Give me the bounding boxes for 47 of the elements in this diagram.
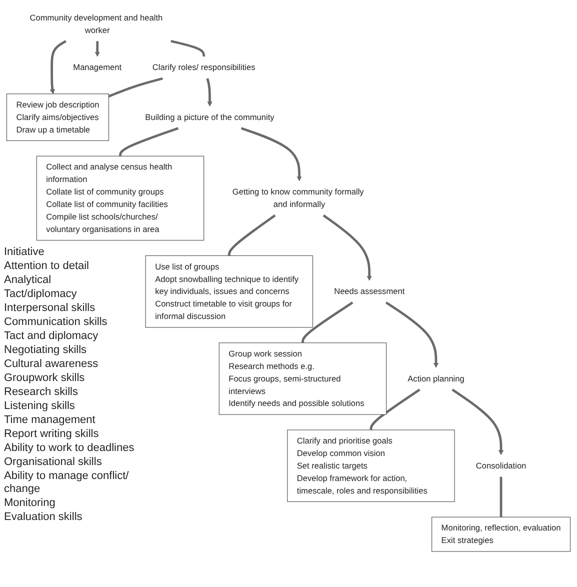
list-item-text: Tact/diplomacy (4, 288, 77, 302)
activity-box: Use list of groups Adopt snowballing technique to identify key individuals, issues and concerns Construct timetable to visit groups for informal discussion (145, 255, 314, 328)
activity-box: Group work session Research methods e.g. Focus groups, semi-structured interviews Identify needs and possible solutions (218, 342, 387, 415)
list-item-text: Monitoring (4, 497, 56, 510)
skill-label: Management (73, 62, 122, 72)
list-item-text: Listening skills (4, 400, 75, 414)
connector-bar (228, 214, 276, 256)
connector-bar (119, 127, 179, 156)
list-item-text: Groupwork skills (4, 372, 85, 386)
list-item-text: Report writing skills (4, 428, 99, 442)
connector-bar (370, 388, 420, 430)
stage-label: Building a picture of the community (145, 112, 274, 122)
stage-label: Community development and health worker (30, 12, 163, 35)
stage-label: Clarify roles/ responsibilities (152, 62, 256, 72)
connector-bar (500, 476, 502, 518)
list-item-text: Negotiating skills (4, 344, 87, 358)
activity-box: Monitoring, reflection, evaluation Exit strategies (432, 516, 571, 552)
stage-label: Action planning (408, 374, 464, 384)
list-item-text: Initiative (4, 246, 44, 260)
activity-box: Clarify and prioritise goals Develop common vision Set realistic targets Develop framework for action, timescale, roles and responsibilities (287, 430, 455, 502)
arrow (452, 388, 504, 456)
activity-box: Collect and analyse census health information Collate list of community groups Collate list of community facilities Compile list schools/churches/ voluntary organisations in area (36, 156, 204, 241)
list-item-text: Time management (4, 414, 96, 428)
stage-label: Needs assessment (334, 286, 405, 296)
list-item-text: Tact and diplomacy (4, 330, 98, 344)
list-item-text: Communication skills (4, 316, 108, 330)
connector-bar (170, 40, 206, 57)
arrow (240, 127, 302, 182)
list-item-text: Attention to detail (4, 260, 90, 274)
connector-bar (108, 77, 163, 98)
list-item-text: Interpersonal skills (4, 302, 96, 316)
arrow (206, 78, 212, 107)
list-item-text: Cultural awareness (4, 358, 98, 372)
stage-label: Getting to know community formally and informally (232, 186, 364, 209)
list-item-text: Research skills (4, 386, 78, 400)
arrow (386, 302, 439, 368)
arrow (322, 214, 372, 281)
arrow (50, 40, 66, 94)
list-item-text: Analytical (4, 274, 52, 288)
list-item-text: Evaluation skills (4, 511, 82, 524)
connector-bar (302, 302, 354, 343)
list-item-text: Organisational skills (4, 456, 102, 470)
list-item-text: Ability to manage conflict/ change (4, 470, 130, 496)
arrow (94, 41, 100, 57)
list-item-text: Ability to work to deadlines (4, 442, 134, 456)
activity-box: Review job description Clarify aims/objectives Draw up a timetable (6, 94, 110, 141)
stage-label: Consolidation (476, 460, 526, 470)
